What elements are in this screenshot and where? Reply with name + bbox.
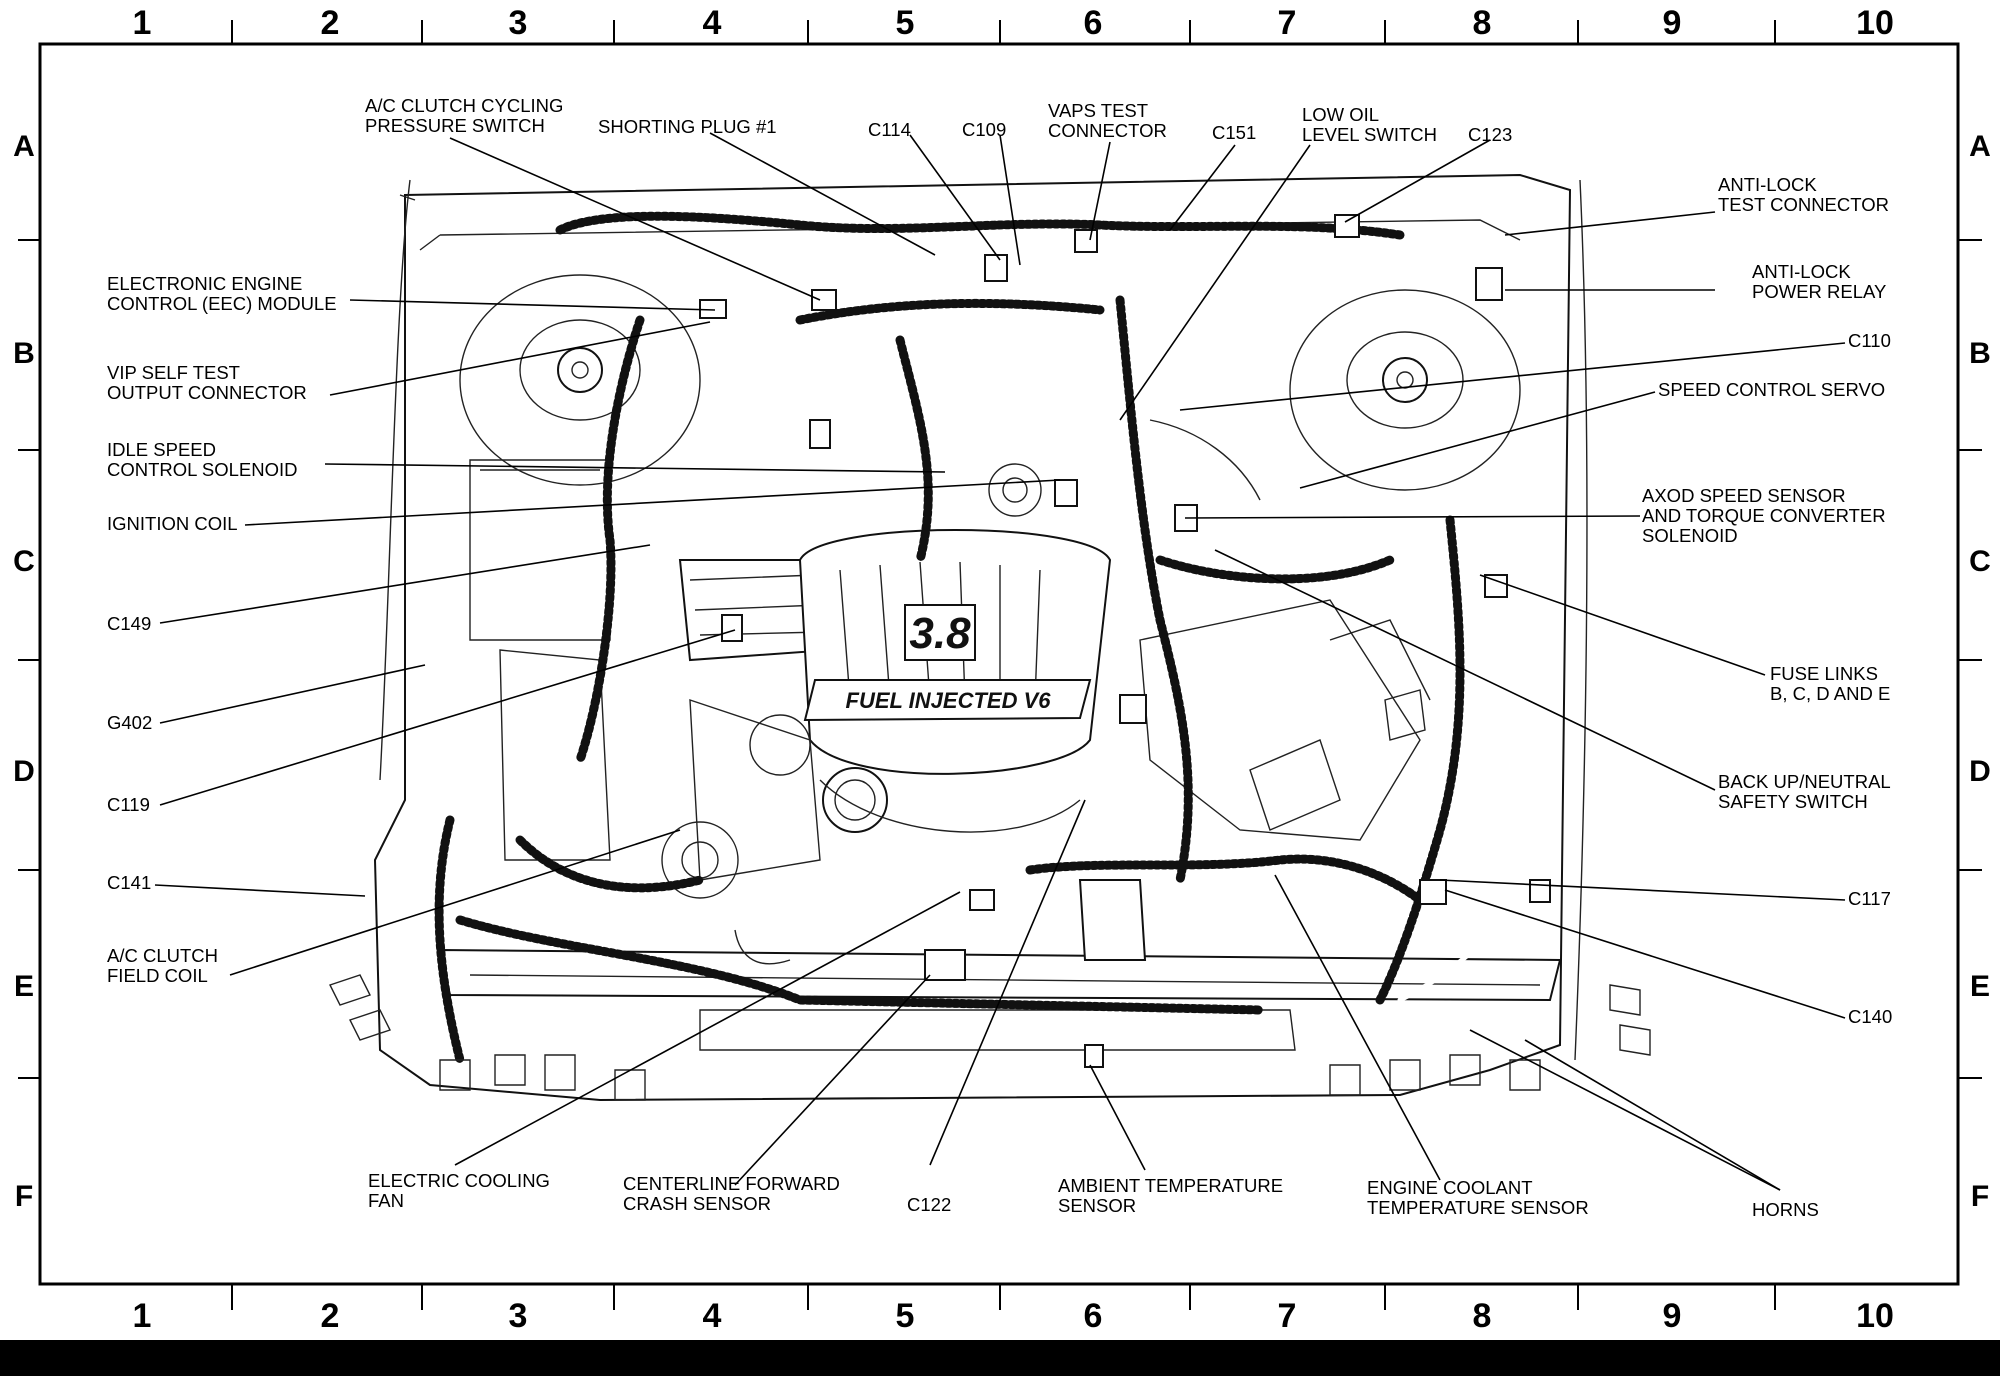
label-ambient-temperature-sensor: AMBIENT TEMPERATURE SENSOR xyxy=(1058,1175,1288,1216)
label-c149: C149 xyxy=(107,613,151,634)
label-horns: HORNS xyxy=(1752,1199,1819,1220)
grid-col-bottom-8: 8 xyxy=(1473,1297,1492,1335)
grid-row-left-C: C xyxy=(13,545,35,578)
grid-col-bottom-5: 5 xyxy=(896,1297,915,1335)
label-g402: G402 xyxy=(107,712,152,733)
label-ignition-coil: IGNITION COIL xyxy=(107,513,238,534)
grid-col-bottom-9: 9 xyxy=(1663,1297,1682,1335)
grid-col-top-7: 7 xyxy=(1278,4,1297,42)
label-anti-lock-power-relay: ANTI-LOCK POWER RELAY xyxy=(1752,261,1886,302)
grid-col-top-9: 9 xyxy=(1663,4,1682,42)
grid-col-bottom-2: 2 xyxy=(321,1297,340,1335)
label-ac-clutch-cycling-pressure-switch: A/C CLUTCH CYCLING PRESSURE SWITCH xyxy=(365,95,569,136)
grid-col-top-1: 1 xyxy=(133,4,152,42)
grid-col-bottom-6: 6 xyxy=(1084,1297,1103,1335)
label-ac-clutch-field-coil: A/C CLUTCH FIELD COIL xyxy=(107,945,223,986)
label-axod-speed-sensor: AXOD SPEED SENSOR AND TORQUE CONVERTER S… xyxy=(1642,485,1891,546)
label-c109: C109 xyxy=(962,119,1006,140)
label-engine-coolant-temperature-sensor: ENGINE COOLANT TEMPERATURE SENSOR xyxy=(1367,1177,1589,1218)
grid-col-bottom-4: 4 xyxy=(703,1297,722,1335)
grid-row-left-D: D xyxy=(13,755,35,788)
engine-bay-illustration: 3.8 FUEL INJECTED V6 xyxy=(329,173,1651,1102)
grid-col-top-8: 8 xyxy=(1473,4,1492,42)
grid-column-labels-bottom: 1 2 3 4 5 6 7 8 9 10 xyxy=(133,1284,1894,1335)
grid-row-right-E: E xyxy=(1970,970,1990,1003)
bottom-band xyxy=(0,1340,2000,1376)
label-backup-neutral-safety-switch: BACK UP/NEUTRAL SAFETY SWITCH xyxy=(1718,771,1895,812)
grid-col-top-10: 10 xyxy=(1856,4,1894,42)
grid-col-bottom-7: 7 xyxy=(1278,1297,1297,1335)
grid-col-bottom-1: 1 xyxy=(133,1297,152,1335)
grid-col-bottom-3: 3 xyxy=(509,1297,528,1335)
engine-displacement-badge: 3.8 xyxy=(909,609,971,658)
grid-col-top-5: 5 xyxy=(896,4,915,42)
label-c117: C117 xyxy=(1848,888,1891,909)
label-c114: C114 xyxy=(868,119,911,140)
label-c123: C123 xyxy=(1468,124,1512,145)
component-labels: A/C CLUTCH CYCLING PRESSURE SWITCH SHORT… xyxy=(107,95,1895,1220)
label-vaps-test-connector: VAPS TEST CONNECTOR xyxy=(1048,100,1167,141)
grid-column-labels-top: 1 2 3 4 5 6 7 8 9 10 xyxy=(133,4,1894,44)
label-idle-speed-control-solenoid: IDLE SPEED CONTROL SOLENOID xyxy=(107,439,298,480)
grid-row-right-C: C xyxy=(1969,545,1991,578)
grid-row-left-F: F xyxy=(15,1180,33,1213)
label-c122: C122 xyxy=(907,1194,951,1215)
label-vip-self-test: VIP SELF TEST OUTPUT CONNECTOR xyxy=(107,362,307,403)
label-c119: C119 xyxy=(107,794,150,815)
label-shorting-plug-1: SHORTING PLUG #1 xyxy=(598,116,777,137)
grid-row-right-D: D xyxy=(1969,755,1991,788)
grid-row-labels-right: A B C D E F xyxy=(1958,130,1991,1213)
label-c140: C140 xyxy=(1848,1006,1892,1027)
grid-col-top-2: 2 xyxy=(321,4,340,42)
fuel-injected-badge: FUEL INJECTED V6 xyxy=(846,688,1052,713)
grid-row-left-E: E xyxy=(14,970,34,1003)
label-eec-module: ELECTRONIC ENGINE CONTROL (EEC) MODULE xyxy=(107,273,337,314)
label-electric-cooling-fan: ELECTRIC COOLING FAN xyxy=(368,1170,555,1211)
grid-col-top-4: 4 xyxy=(703,4,722,42)
grid-row-left-B: B xyxy=(13,337,35,370)
label-c151: C151 xyxy=(1212,122,1256,143)
label-low-oil-level-switch: LOW OIL LEVEL SWITCH xyxy=(1302,104,1437,145)
grid-row-right-A: A xyxy=(1969,130,1991,163)
grid-row-right-B: B xyxy=(1969,337,1991,370)
label-c110: C110 xyxy=(1848,330,1891,351)
label-fuse-links: FUSE LINKS B, C, D AND E xyxy=(1770,663,1890,704)
grid-col-bottom-10: 10 xyxy=(1856,1297,1894,1335)
grid-col-top-6: 6 xyxy=(1084,4,1103,42)
label-anti-lock-test-connector: ANTI-LOCK TEST CONNECTOR xyxy=(1718,174,1889,215)
label-centerline-forward-crash-sensor: CENTERLINE FORWARD CRASH SENSOR xyxy=(623,1173,845,1214)
leader-lines xyxy=(154,132,1846,1191)
label-c141: C141 xyxy=(107,872,151,893)
label-speed-control-servo: SPEED CONTROL SERVO xyxy=(1658,379,1885,400)
grid-col-top-3: 3 xyxy=(509,4,528,42)
grid-row-labels-left: A B C D E F xyxy=(13,130,40,1213)
grid-row-left-A: A xyxy=(13,130,35,163)
grid-row-right-F: F xyxy=(1971,1180,1989,1213)
